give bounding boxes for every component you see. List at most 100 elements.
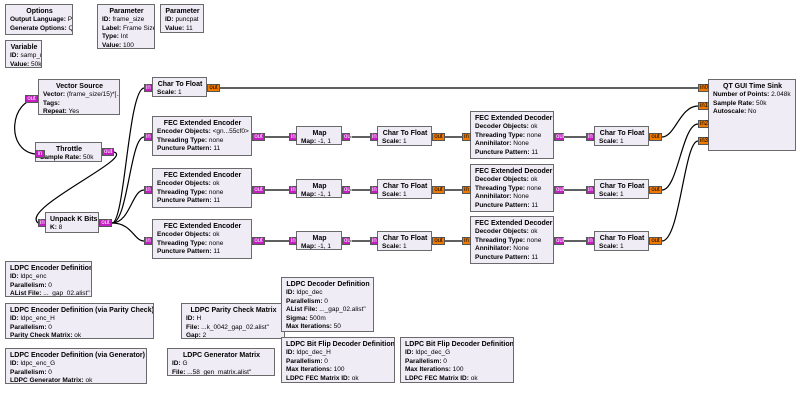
port-out[interactable]: out [252,237,265,245]
param-name: Parallelism: [10,368,47,376]
port-out[interactable]: out [25,95,38,103]
port-out[interactable]: out [432,237,445,245]
param-name: Max Iterations: [405,366,451,374]
port-in[interactable]: in [462,186,471,194]
port-in[interactable]: in [144,84,152,92]
port-out[interactable]: out [342,133,353,141]
port-in[interactable]: in [462,133,471,141]
param-value: 50 [331,323,341,331]
port-out[interactable]: out [99,219,112,227]
port-out[interactable]: out [252,186,265,194]
port-in[interactable]: in [38,219,46,227]
wire [661,105,699,138]
port-in3[interactable]: in3 [698,137,709,145]
port-out[interactable]: out [207,84,220,92]
block-param: Annihilator: None [475,193,550,202]
port-in1[interactable]: in1 [698,102,709,110]
param-name: Threading Type: [475,131,526,139]
block-ldpc-enc-h[interactable]: LDPC Encoder Definition (via Parity Chec… [5,303,154,339]
block-param: Encoder Objects: <gn...55cf0> [157,128,249,137]
port-out[interactable]: out [649,133,662,141]
port-in[interactable]: in [462,237,471,245]
port-in[interactable]: in [289,133,297,141]
port-out[interactable]: out [252,133,265,141]
param-name: Threading Type: [475,184,526,192]
port-in[interactable]: in [144,186,152,194]
port-in[interactable]: in [586,186,594,194]
block-title: Map [312,130,327,137]
block-param: Scale: 1 [382,138,428,145]
port-in2[interactable]: in2 [698,120,709,128]
port-in[interactable]: in [370,237,378,245]
param-name: Map: [301,191,317,198]
block-ldpc-enc-g[interactable]: LDPC Encoder Definition (via Generator)I… [5,348,147,384]
port-in[interactable]: in [289,237,297,245]
port-in[interactable]: in [370,186,378,194]
param-name: ID: [405,349,414,356]
port-in[interactable]: in [586,133,594,141]
param-value: none [207,239,224,247]
param-value: ok [210,231,220,238]
port-in[interactable]: in [144,133,152,141]
param-name: Scale: [382,243,402,250]
block-param: Parallelism: 0 [10,324,150,333]
block-param: Puncture Pattern: 11 [157,248,248,257]
param-name: Repeat: [43,108,67,115]
port-out[interactable]: out [649,186,662,194]
port-in[interactable]: in [370,133,378,141]
param-value: 11 [211,248,221,256]
port-in[interactable]: in [35,150,45,158]
param-value: 11 [184,24,193,32]
param-name: Threading Type: [475,236,526,244]
port-in0[interactable]: in0 [698,84,709,92]
port-out[interactable]: out [432,186,445,194]
port-out[interactable]: out [649,237,662,245]
block-title: Char To Float [382,235,428,242]
port-out[interactable]: out [102,148,114,156]
param-value: ldpc_dec_G [413,349,451,356]
port-out[interactable]: out [342,237,353,245]
block-param: Scale: 1 [599,191,645,198]
block-param: Decoder Objects: ok [475,123,550,132]
port-out[interactable]: out [432,133,445,141]
port-in[interactable]: in [144,237,152,245]
port-out[interactable]: out [554,186,565,194]
port-out[interactable]: out [554,133,565,141]
port-in[interactable]: in [586,237,594,245]
port-out[interactable]: out [342,186,353,194]
param-name: Encoder Objects: [157,231,211,238]
param-value: Yes [66,108,80,115]
port-in[interactable]: in [289,186,297,194]
port-out[interactable]: out [554,237,565,245]
